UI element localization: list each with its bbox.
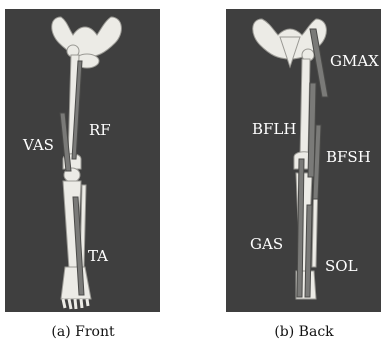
label-gas: GAS — [250, 235, 283, 253]
label-bfsh: BFSH — [326, 148, 371, 166]
foot-front — [61, 267, 91, 309]
label-sol: SOL — [325, 257, 358, 275]
label-ta: TA — [88, 247, 108, 265]
back-skeleton-figure: GMAX BFLH BFSH GAS SOL — [226, 9, 381, 312]
label-bflh: BFLH — [252, 120, 296, 138]
label-gmax: GMAX — [330, 52, 379, 70]
label-rf: RF — [89, 121, 111, 139]
caption-back: (b) Back — [224, 324, 384, 340]
label-vas: VAS — [22, 136, 54, 154]
back-view-panel: GMAX BFLH BFSH GAS SOL — [226, 9, 381, 312]
front-view-panel: RF VAS TA — [5, 9, 160, 312]
pelvis-front — [52, 17, 122, 68]
caption-front: (a) Front — [3, 324, 163, 340]
front-skeleton-figure: RF VAS TA — [5, 9, 160, 312]
